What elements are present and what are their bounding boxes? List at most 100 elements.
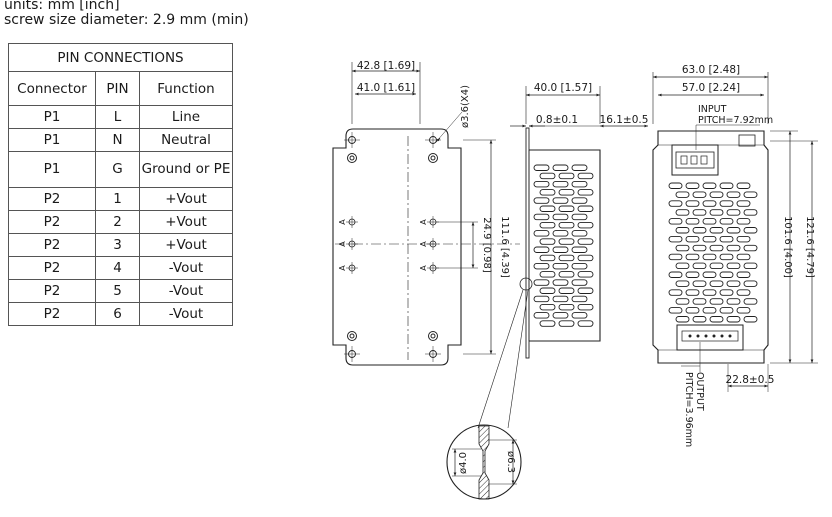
vent-slot bbox=[736, 271, 751, 278]
vent-slot bbox=[702, 253, 717, 261]
pin-cell: G bbox=[95, 151, 140, 188]
vent-slot bbox=[571, 230, 588, 237]
vent-slot bbox=[668, 182, 683, 189]
vent-slot bbox=[719, 182, 734, 189]
vent-slot bbox=[552, 246, 569, 253]
vent-slot bbox=[539, 254, 556, 262]
vent-slot bbox=[685, 271, 700, 278]
vent-slot bbox=[558, 205, 575, 212]
vent-slot bbox=[726, 244, 741, 252]
vent-slot bbox=[539, 287, 556, 294]
vent-slot bbox=[719, 200, 734, 207]
output-pitch: PITCH=3.96mm bbox=[683, 372, 694, 447]
hole-marker-a: A bbox=[419, 219, 428, 225]
dim-side-thickness: 0.8±0.1 bbox=[536, 114, 578, 126]
function-cell: Neutral bbox=[139, 128, 233, 152]
mounting-hole-top-right bbox=[425, 132, 441, 148]
vent-slot bbox=[571, 213, 588, 221]
vent-slot bbox=[675, 316, 690, 323]
vent-slot bbox=[668, 253, 683, 261]
vent-slot bbox=[736, 218, 751, 225]
vent-slot bbox=[736, 253, 751, 261]
vent-slot bbox=[709, 209, 724, 216]
screw-bosses bbox=[347, 153, 438, 341]
vent-slot bbox=[558, 254, 575, 262]
vent-slot bbox=[719, 253, 734, 261]
function-cell: +Vout bbox=[139, 233, 233, 257]
vent-slot bbox=[709, 298, 724, 305]
connector-cell: P2 bbox=[8, 187, 96, 211]
dim-side-offset: 16.1±0.5 bbox=[600, 114, 649, 126]
vent-slot bbox=[709, 280, 724, 287]
vent-slot bbox=[552, 197, 569, 204]
dim-top-length-outer: 121.6 [4.79] bbox=[804, 216, 815, 278]
vent-slot bbox=[743, 262, 758, 270]
vent-slot bbox=[668, 271, 683, 278]
vent-slot bbox=[743, 316, 758, 323]
output-connector bbox=[676, 324, 744, 351]
vent-slot bbox=[533, 213, 550, 221]
mounting-hole-top-left bbox=[344, 132, 360, 148]
vent-slot bbox=[577, 303, 594, 311]
vent-slot bbox=[552, 279, 569, 286]
vent-slot bbox=[719, 307, 734, 314]
vent-slot bbox=[571, 246, 588, 253]
vent-slot bbox=[539, 205, 556, 212]
function-cell: +Vout bbox=[139, 210, 233, 234]
vent-slot bbox=[558, 271, 575, 278]
vent-slot bbox=[736, 200, 751, 207]
hole-marker-a: A bbox=[338, 265, 347, 271]
vent-slot bbox=[719, 271, 734, 278]
vent-slot bbox=[692, 280, 707, 287]
dim-hole-spacing: 24.9 [0.98] bbox=[481, 217, 492, 273]
top-vent-slots bbox=[668, 182, 758, 323]
vent-slot bbox=[709, 191, 724, 198]
function-cell: -Vout bbox=[139, 302, 233, 326]
vent-slot bbox=[571, 312, 588, 319]
vent-slot bbox=[692, 298, 707, 305]
vent-slot bbox=[577, 320, 594, 327]
vent-slot bbox=[571, 262, 588, 270]
vent-slot bbox=[558, 320, 575, 327]
vent-slot bbox=[552, 262, 569, 270]
dim-bottom-width-outer: 42.8 [1.69] bbox=[357, 60, 415, 72]
side-view bbox=[510, 86, 648, 359]
dim-output-offset: 22.8±0.5 bbox=[726, 374, 775, 386]
vent-slot bbox=[702, 200, 717, 207]
vent-slot bbox=[702, 307, 717, 314]
dim-top-length-inner: 101.6 [4.00] bbox=[782, 216, 793, 278]
vent-slot bbox=[577, 254, 594, 262]
pin-table-title: PIN CONNECTIONS bbox=[8, 43, 233, 72]
vent-slot bbox=[675, 227, 690, 234]
vent-slot bbox=[702, 271, 717, 278]
vent-slot bbox=[702, 182, 717, 189]
dim-side-depth: 40.0 [1.57] bbox=[534, 82, 592, 94]
function-cell: -Vout bbox=[139, 279, 233, 303]
vent-slot bbox=[675, 244, 690, 252]
vent-slot bbox=[577, 172, 594, 180]
dim-detail-outer: ø6.3 bbox=[505, 451, 516, 473]
vent-slot bbox=[558, 303, 575, 311]
vent-slot bbox=[736, 235, 751, 243]
col-header-function: Function bbox=[139, 71, 233, 106]
vent-slot bbox=[702, 218, 717, 225]
vent-slot bbox=[552, 164, 569, 171]
function-cell: -Vout bbox=[139, 256, 233, 280]
vent-slot bbox=[571, 180, 588, 188]
pin-cell: 5 bbox=[95, 279, 140, 303]
vent-slot bbox=[726, 209, 741, 216]
vent-slot bbox=[533, 262, 550, 270]
vent-slot bbox=[702, 289, 717, 296]
vent-slot bbox=[726, 262, 741, 270]
hole-marker-a: A bbox=[338, 219, 347, 225]
vent-slot bbox=[726, 191, 741, 198]
vent-slot bbox=[743, 191, 758, 198]
vent-slot bbox=[709, 227, 724, 234]
mounting-hole-bottom-right bbox=[425, 346, 441, 362]
vent-slot bbox=[533, 230, 550, 237]
vent-slot bbox=[702, 235, 717, 243]
dim-bottom-length: 111.6 [4.39] bbox=[499, 216, 510, 278]
vent-slot bbox=[577, 271, 594, 278]
